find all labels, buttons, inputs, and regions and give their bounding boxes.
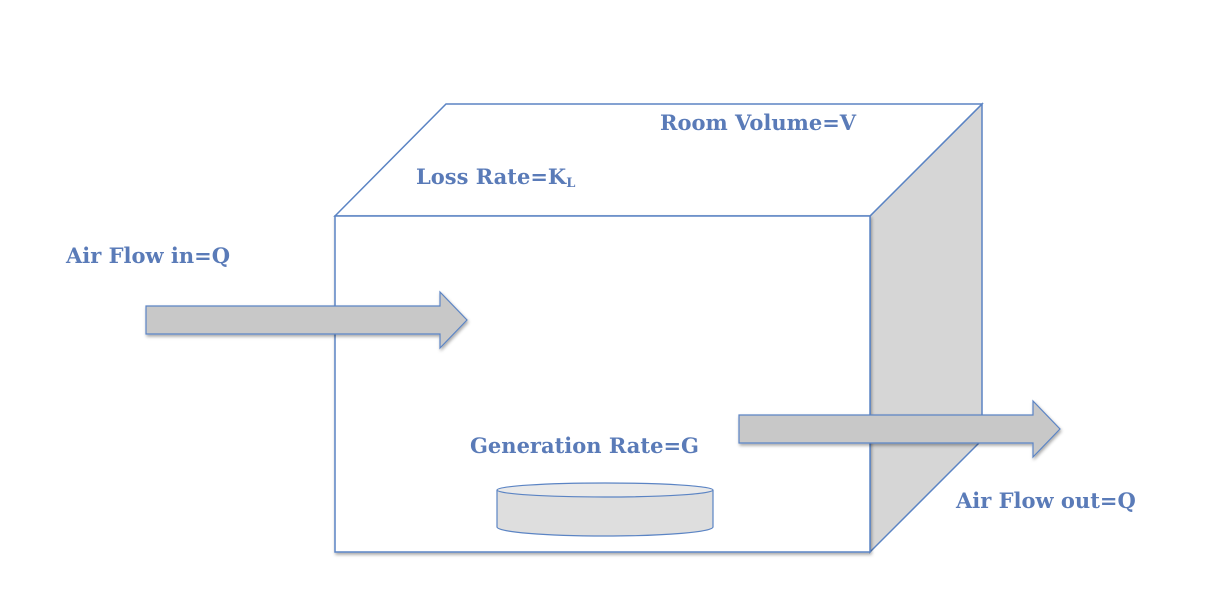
air-flow-in-arrow <box>145 290 468 350</box>
generation-source <box>496 482 714 537</box>
generation-source-side <box>496 490 714 537</box>
generation-source-top <box>496 482 714 498</box>
room-top-face <box>333 103 984 217</box>
room-volume-label: Room Volume=V <box>660 110 857 135</box>
loss-rate-label: Loss Rate=KL <box>416 164 575 191</box>
air-flow-in-label: Air Flow in=Q <box>65 243 230 268</box>
air-flow-out-arrow <box>738 399 1061 459</box>
generation-rate-label: Generation Rate=G <box>470 433 699 458</box>
air-flow-out-label: Air Flow out=Q <box>955 488 1136 513</box>
loss-rate-text: Loss Rate=K <box>416 164 567 189</box>
loss-rate-subscript: L <box>566 176 575 191</box>
